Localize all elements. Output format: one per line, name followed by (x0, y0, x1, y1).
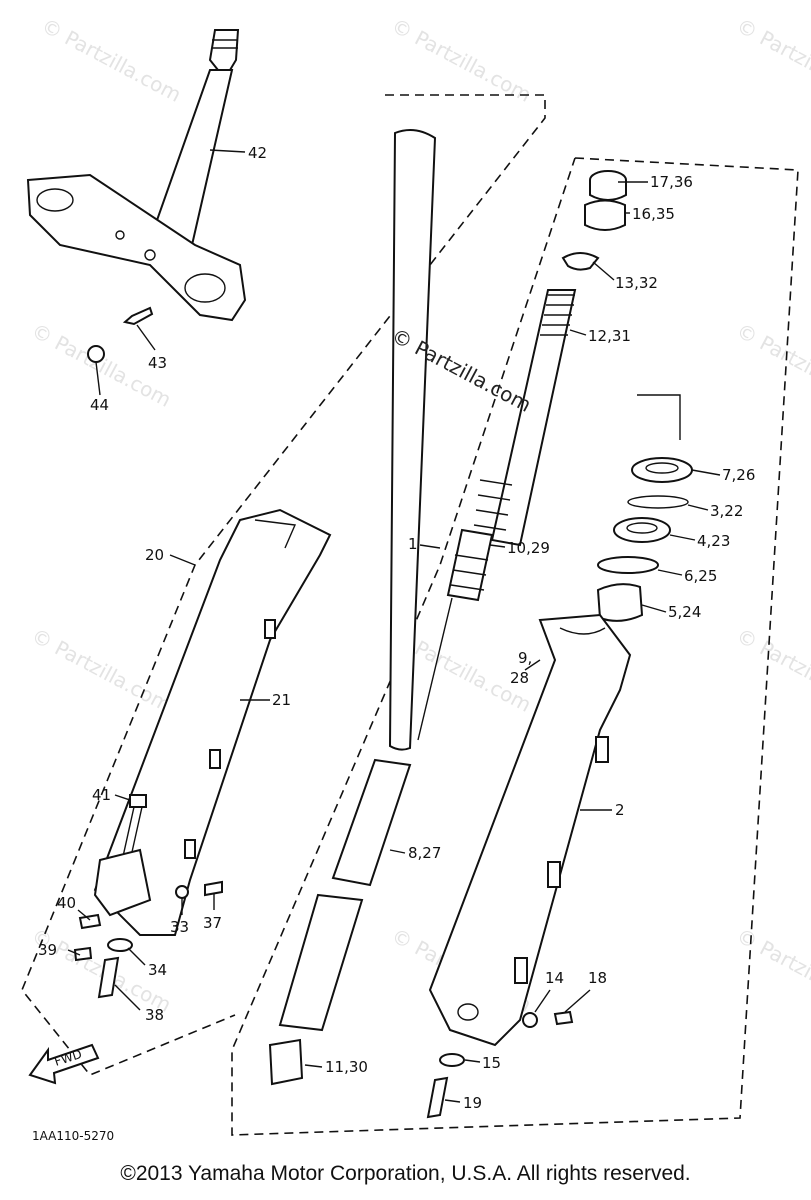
screw-18 (553, 1010, 574, 1026)
watermark: © Partzilla.com (388, 13, 536, 107)
callout-43: 43 (148, 354, 167, 372)
watermark: © Partzilla.com (733, 623, 811, 717)
washer-14 (522, 1012, 538, 1028)
cap-44 (87, 345, 105, 363)
screw-37 (204, 880, 223, 897)
damper-rod-10 (417, 528, 494, 741)
callout-16-35: 16,35 (632, 205, 675, 223)
right-assembly-boundary (231, 157, 799, 1136)
washer-15 (439, 1053, 465, 1067)
clip-3 (627, 495, 689, 509)
steering-stem-and-bracket (26, 29, 247, 322)
dust-seal-7 (631, 457, 693, 483)
callout-15: 15 (482, 1054, 501, 1072)
washer-33 (175, 885, 189, 899)
cap-bolt-16 (584, 199, 626, 231)
bushing-8 (331, 758, 412, 887)
callout-41: 41 (92, 786, 111, 804)
leader-lines (67, 149, 721, 1103)
callout-44: 44 (90, 396, 109, 414)
oil-lock-piece (278, 893, 364, 1032)
callout-37: 37 (203, 914, 222, 932)
callout-2: 2 (615, 801, 625, 819)
callout-14: 14 (545, 969, 564, 987)
oil-lock-11 (268, 1038, 304, 1086)
callout-19: 19 (463, 1094, 482, 1112)
callout-12-31: 12,31 (588, 327, 631, 345)
callout-6-25: 6,25 (684, 567, 717, 585)
callout-labels: 42 43 44 17,36 16,35 13,32 12,31 7,26 3,… (38, 144, 755, 1112)
drain-40 (78, 913, 102, 930)
watermark: © Partzilla.com (38, 13, 186, 107)
callout-20: 20 (145, 546, 164, 564)
fork-cap-17 (589, 170, 627, 201)
watermark: © Partzilla.com (733, 13, 811, 107)
callout-11-30: 11,30 (325, 1058, 368, 1076)
callout-40: 40 (57, 894, 76, 912)
pinch-bolt-43 (122, 306, 154, 326)
callout-42: 42 (248, 144, 267, 162)
bolt-19 (426, 1076, 449, 1119)
callout-13-32: 13,32 (615, 274, 658, 292)
callout-8-27: 8,27 (408, 844, 441, 862)
outer-tube-2 (428, 613, 632, 1047)
copyright-notice: ©2013 Yamaha Motor Corporation, U.S.A. A… (120, 1162, 691, 1185)
bolt-38 (97, 956, 120, 999)
callout-17-36: 17,36 (650, 173, 693, 191)
washer-6 (597, 556, 659, 574)
callout-18: 18 (588, 969, 607, 987)
slide-bushing-5 (596, 583, 644, 622)
callout-21: 21 (272, 691, 291, 709)
forward-arrow-icon: FWD (28, 1043, 100, 1085)
inner-tube (388, 128, 437, 751)
callout-33: 33 (170, 918, 189, 936)
axle-holder-left (93, 848, 152, 917)
callout-4-23: 4,23 (697, 532, 730, 550)
watermark: © Partzilla.com (733, 923, 811, 1017)
washer-34 (107, 938, 133, 952)
diagram-code: 1AA110-5270 (32, 1129, 114, 1143)
callout-34: 34 (148, 961, 167, 979)
callout-39: 39 (38, 941, 57, 959)
screw-39 (73, 946, 93, 962)
callout-7-26: 7,26 (722, 466, 755, 484)
callout-38: 38 (145, 1006, 164, 1024)
oil-seal-4 (613, 517, 671, 543)
callout-5-24: 5,24 (668, 603, 701, 621)
callout-9: 9, (518, 649, 532, 667)
callout-1: 1 (408, 535, 418, 553)
callout-28: 28 (510, 669, 529, 687)
fork-spring-12 (473, 289, 577, 547)
callout-10-29: 10,29 (507, 539, 550, 557)
callout-3-22: 3,22 (710, 502, 743, 520)
spring-seat-13 (561, 252, 600, 271)
watermark: © Partzilla.com (733, 318, 811, 412)
